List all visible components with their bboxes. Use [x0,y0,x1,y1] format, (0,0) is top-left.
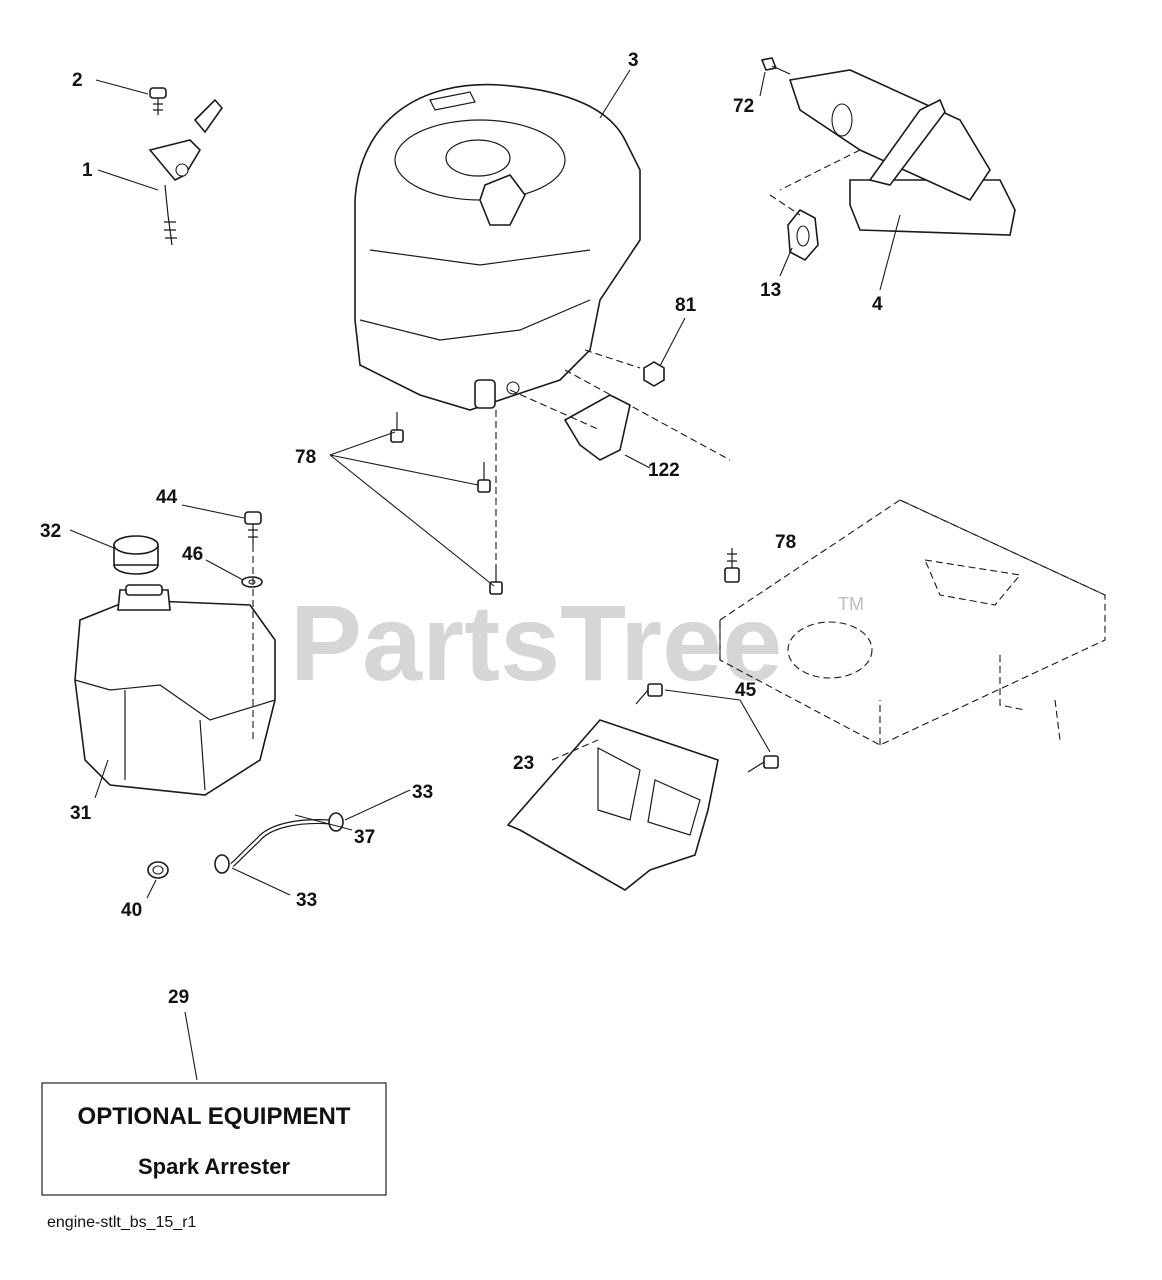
engine-plate-part[interactable] [506,719,719,891]
callout-33-top: 33 [412,782,433,803]
gasket-part[interactable] [787,208,819,262]
callout-81: 81 [675,295,697,316]
muffler-part[interactable] [788,69,1016,236]
tank-screw-part[interactable] [244,511,262,545]
callout-122: 122 [648,460,680,481]
assembly-lines [252,149,861,761]
fuel-tank-part[interactable] [74,584,276,796]
callout-45: 45 [735,680,757,701]
callout-31: 31 [70,803,92,824]
screw-part[interactable] [149,87,167,115]
callout-46: 46 [182,544,203,565]
hose-clamp-bottom-part[interactable] [214,854,230,874]
frame-bolt-part[interactable] [724,548,740,583]
callout-labels: 2 1 3 72 13 4 81 78 122 44 32 46 78 45 2… [40,50,883,1008]
frame-outline [719,499,1106,746]
callout-78-engine: 78 [295,447,316,468]
diagram-file-id: engine-stlt_bs_15_r1 [47,1214,197,1231]
callout-4: 4 [872,294,883,315]
callout-72: 72 [733,96,754,117]
callout-40: 40 [121,900,142,921]
nut-part[interactable] [643,361,665,387]
leader-lines [69,69,901,1081]
optional-equipment-item: Spark Arrester [138,1154,290,1179]
washer-part[interactable] [241,576,263,588]
engine-bolts-part[interactable] [390,412,503,595]
throttle-control-part[interactable] [148,98,224,246]
callout-23: 23 [513,753,534,774]
optional-equipment-box: OPTIONAL EQUIPMENT Spark Arrester [41,1082,387,1196]
callout-78-frame: 78 [775,532,796,553]
hose-clamp-top-part[interactable] [328,812,344,832]
callout-33-bottom: 33 [296,890,317,911]
callout-3: 3 [628,50,639,71]
callout-2: 2 [72,70,83,91]
callout-32: 32 [40,521,61,542]
fuel-cap-part[interactable] [113,535,159,575]
muffler-screw-part[interactable] [760,57,791,75]
grommet-part[interactable] [147,861,169,879]
fuel-line-part[interactable] [230,819,331,867]
callout-29: 29 [168,987,189,1008]
callout-44: 44 [156,487,178,508]
watermark-text: PartsTree [290,582,782,703]
callout-1: 1 [82,160,93,181]
engine-part[interactable] [354,83,641,411]
watermark-trademark: TM [838,594,864,614]
heat-shield-part[interactable] [563,394,631,461]
callout-37: 37 [354,827,375,848]
plate-bolts-part[interactable] [635,683,779,773]
optional-equipment-title: OPTIONAL EQUIPMENT [78,1103,351,1130]
callout-13: 13 [760,280,781,301]
